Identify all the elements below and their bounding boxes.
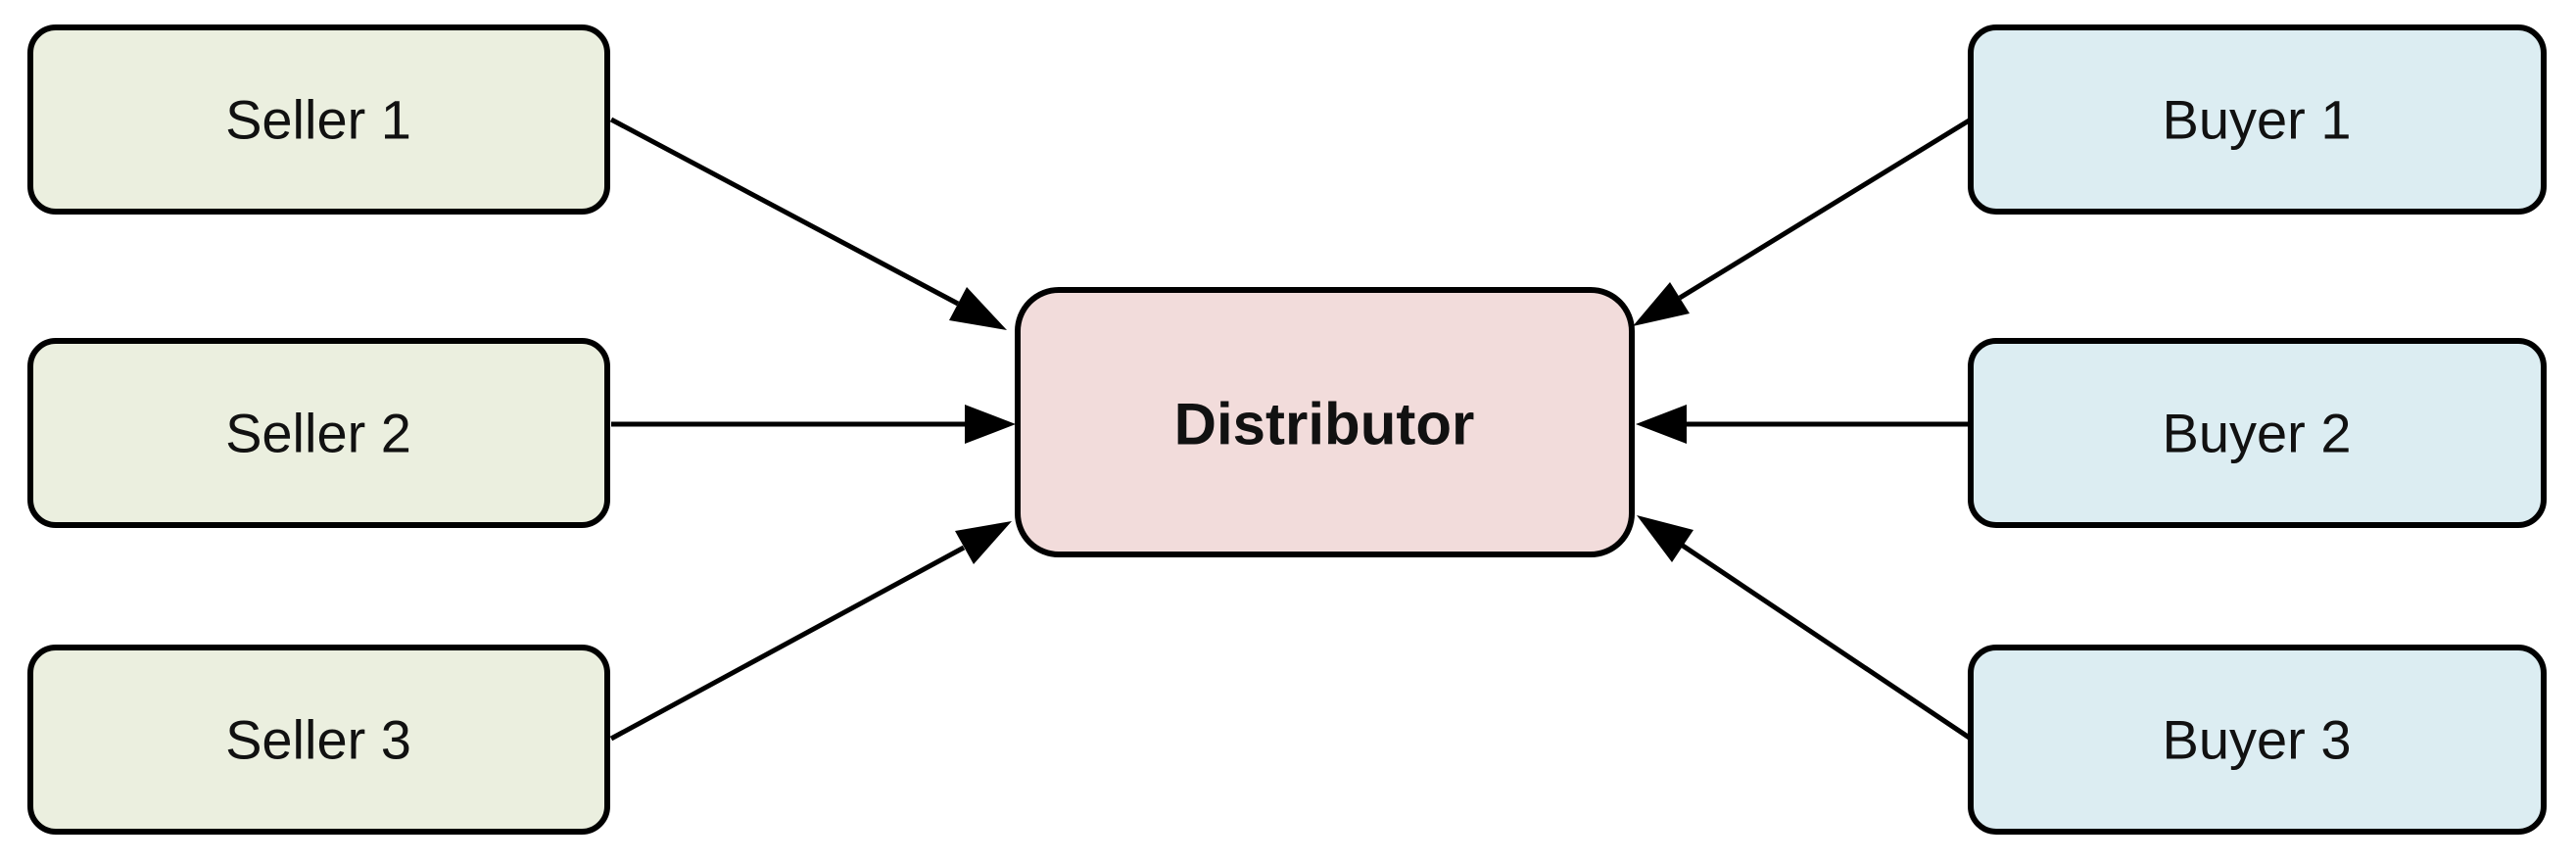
arrowhead-buyer-1 [1633,282,1690,326]
buyer-node-1: Buyer 1 [1968,24,2547,215]
seller-2-label: Seller 2 [225,403,411,464]
seller-node-2: Seller 2 [27,338,610,528]
buyer-1-label: Buyer 1 [2163,89,2352,151]
seller-3-box [27,645,610,835]
seller-1-box [27,24,610,215]
seller-node-3: Seller 3 [27,645,610,835]
edge-seller-1-to-distributor [609,117,960,307]
seller-node-1: Seller 1 [27,24,610,215]
arrowhead-buyer-2 [1636,405,1687,444]
distributor-label: Distributor [1174,392,1475,457]
seller-2-box [27,338,610,528]
buyer-3-box [1968,645,2547,835]
buyer-nodes: Buyer 1 Buyer 2 Buyer 3 [1968,24,2547,835]
buyer-2-label: Buyer 2 [2163,403,2352,464]
distributor-node: Distributor [1015,287,1635,557]
buyer-2-box [1968,338,2547,528]
edges [609,117,1973,742]
arrowhead-seller-2 [965,405,1016,444]
edge-seller-3-to-distributor [609,545,966,742]
arrowhead-seller-3 [955,521,1012,564]
buyer-node-2: Buyer 2 [1968,338,2547,528]
edge-buyer-1-to-distributor [1678,117,1973,301]
seller-nodes: Seller 1 Seller 2 Seller 3 [27,24,610,835]
edge-buyer-3-to-distributor [1681,543,1973,742]
seller-1-label: Seller 1 [225,89,411,151]
buyer-node-3: Buyer 3 [1968,645,2547,835]
distributor-box [1015,287,1635,557]
buyer-3-label: Buyer 3 [2163,709,2352,771]
seller-3-label: Seller 3 [225,709,411,771]
arrowhead-buyer-3 [1637,515,1693,562]
arrowhead-seller-1 [949,287,1007,330]
buyer-1-box [1968,24,2547,215]
